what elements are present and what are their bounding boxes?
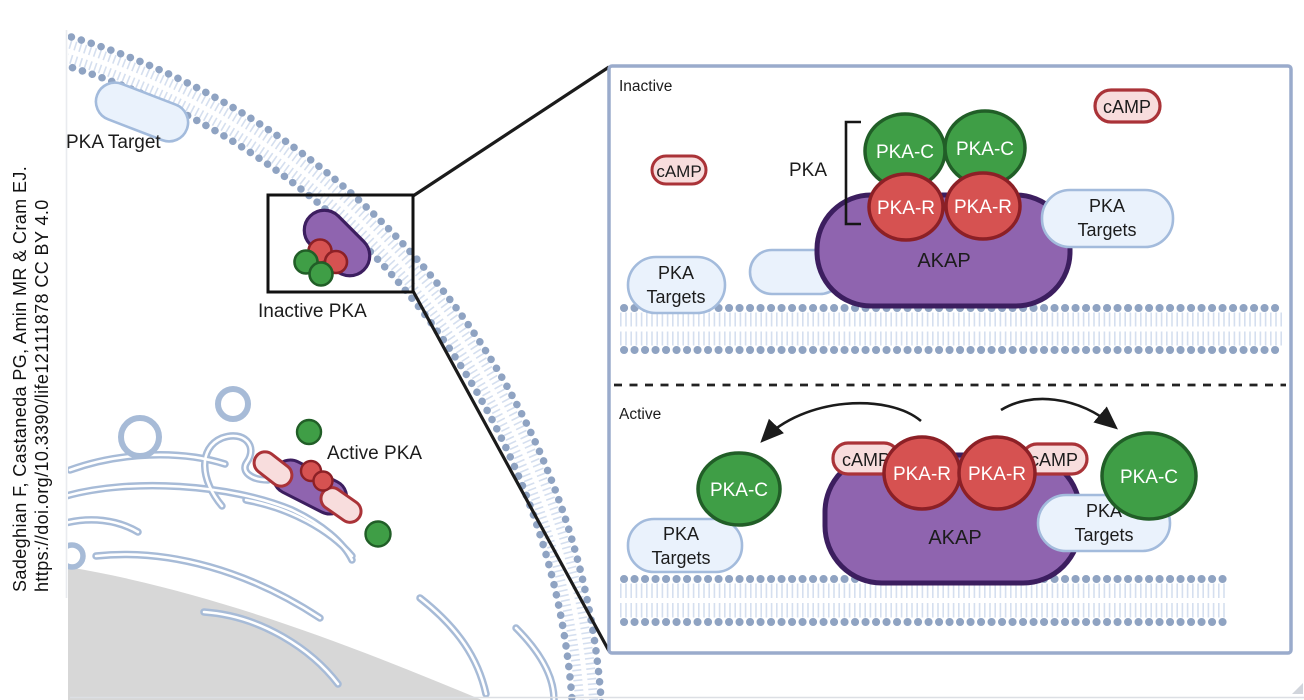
- pka-bracket: [844, 120, 861, 226]
- pka-target-label: PKA Target: [66, 132, 161, 153]
- pka-c-circle-right-active: [1100, 431, 1198, 521]
- targets-left-line1: PKA: [658, 263, 694, 283]
- active-pka-complex: [252, 418, 392, 548]
- release-arrow-left: [760, 401, 922, 443]
- cell-region: [68, 32, 605, 700]
- release-arrow-right: [1000, 397, 1118, 430]
- pka-r-label-right: PKA-R: [954, 197, 1012, 218]
- camp-bound-right-label: cAMP: [1030, 450, 1078, 470]
- targets-right-active-line2: Targets: [1074, 525, 1133, 545]
- pka-r-label-left: PKA-R: [877, 198, 935, 219]
- camp-pill-free-left: cAMP: [650, 154, 708, 186]
- pka-r-circle-right: [944, 171, 1022, 241]
- targets-left-active-line1: PKA: [663, 524, 699, 544]
- akap-label-inactive: AKAP: [917, 250, 970, 272]
- mini-camp-pill-right: [319, 486, 363, 524]
- active-panel-title: Active: [619, 406, 661, 423]
- pka-targets-pill-left-inactive: PKA Targets: [626, 255, 727, 315]
- zoom-source-box: [266, 193, 415, 294]
- pka-r-circle-right-active: [957, 435, 1037, 511]
- vesicle-2: [118, 415, 162, 459]
- pka-target-protein: [94, 81, 190, 143]
- pka-c-circle-left-active: [696, 451, 782, 527]
- pka-targets-pill-left-active: PKA Targets: [626, 517, 744, 574]
- mini-camp-pill-left: [252, 450, 294, 488]
- golgi-tube-7: [512, 624, 558, 700]
- camp-bound-left-label: cAMP: [842, 450, 890, 470]
- active-pka-label: Active PKA: [327, 443, 422, 464]
- inactive-pka-complex: [293, 208, 372, 287]
- vesicle-3: [68, 542, 86, 570]
- pka-r-label-left-active: PKA-R: [893, 464, 951, 485]
- citation-authors: Sadeghian F, Castaneda PG, Amin MR & Cra…: [10, 166, 30, 592]
- pka-c-label-right-active: PKA-C: [1120, 467, 1178, 488]
- akap-label-active: AKAP: [928, 527, 981, 549]
- inset-active-panel: AKAP cAMP cAMP PKA-R PKA-R PKA Targets P…: [619, 397, 1229, 626]
- camp-free-left-label: cAMP: [656, 162, 701, 181]
- mini-free-pka-c-1: [295, 418, 323, 446]
- inactive-pka-label: Inactive PKA: [258, 301, 367, 322]
- vesicle-1: [215, 386, 251, 422]
- targets-right-line1: PKA: [1089, 196, 1125, 216]
- inactive-panel-title: Inactive: [619, 78, 672, 95]
- targets-left-active-line2: Targets: [651, 548, 710, 568]
- camp-free-right-label: cAMP: [1103, 97, 1151, 117]
- zoom-line-bottom: [411, 290, 611, 652]
- inactive-membrane: [620, 304, 1288, 354]
- pka-c-label-right: PKA-C: [956, 139, 1014, 160]
- pka-c-label-left: PKA-C: [876, 142, 934, 163]
- inset-inactive-panel: AKAP PKA-C PKA-C PKA-R PKA-R PKA PKA Tar…: [619, 78, 1288, 354]
- pka-c-label-left-active: PKA-C: [710, 480, 768, 501]
- targets-right-line2: Targets: [1077, 220, 1136, 240]
- pka-r-circle-left: [867, 172, 945, 242]
- pka-bracket-label: PKA: [789, 160, 827, 181]
- camp-pill-bound-left: cAMP: [831, 441, 901, 476]
- mini-pka-c-2: [308, 261, 334, 287]
- targets-left-line2: Targets: [646, 287, 705, 307]
- citation: Sadeghian F, Castaneda PG, Amin MR & Cra…: [10, 166, 52, 592]
- zoom-line-top: [412, 65, 610, 198]
- citation-doi: https://doi.org/10.3390/life12111878 CC …: [32, 199, 52, 592]
- camp-pill-free-right: cAMP: [1093, 88, 1162, 124]
- mini-active-pka-r-2: [312, 470, 334, 492]
- mini-free-pka-c-2: [364, 520, 392, 548]
- golgi-apparatus: [68, 386, 558, 700]
- corner-artifact: [1292, 683, 1303, 694]
- pka-r-label-right-active: PKA-R: [968, 464, 1026, 485]
- pka-targets-pill-right-inactive: PKA Targets: [1040, 188, 1175, 249]
